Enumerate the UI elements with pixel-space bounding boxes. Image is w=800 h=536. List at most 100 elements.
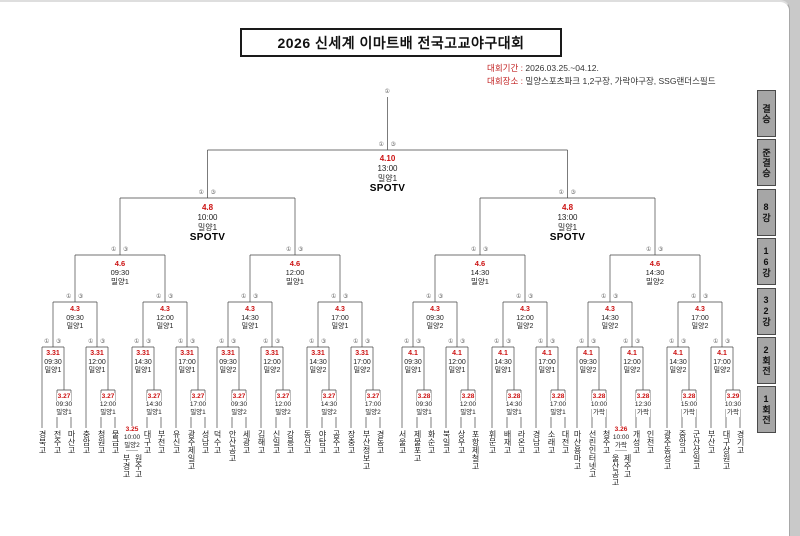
match-date: 3.31 xyxy=(310,350,326,359)
match-venue: 밀양1 xyxy=(556,222,579,233)
match-time: 14:30 xyxy=(668,358,688,368)
match-date: 3.31 xyxy=(45,350,61,359)
junction-mark-left: ① xyxy=(378,142,384,148)
team-name: 안산공고 xyxy=(228,430,237,462)
junction-mark-left: ① xyxy=(558,190,564,196)
match-venue: 밀양2 xyxy=(515,323,535,332)
match-venue: 밀양1 xyxy=(493,367,513,376)
match-date: 4.1 xyxy=(716,350,728,359)
team-name: 덕수고 xyxy=(213,430,222,454)
match-time: 12:00 xyxy=(87,358,107,368)
match-venue: 밀양1 xyxy=(330,323,350,332)
info-period-row: 대회기간 : 2026.03.25.~04.12. xyxy=(487,62,716,75)
junction-mark-left: ① xyxy=(713,339,719,345)
info-period-label: 대회기간 : xyxy=(487,63,524,73)
match-date: 4.6 xyxy=(648,259,662,269)
junction-mark-left: ① xyxy=(66,294,72,300)
match-time: 09:30 xyxy=(403,358,423,368)
match-venue: 밀양1 xyxy=(285,277,305,287)
match-venue: 밀양2 xyxy=(262,367,282,376)
match-venue: 밀양1 xyxy=(376,173,399,184)
match-venue: 밀양1 xyxy=(459,408,477,417)
match-venue: 밀양2 xyxy=(425,323,445,332)
junction-mark-right: ③ xyxy=(658,247,664,253)
match-time: 15:00 xyxy=(679,400,699,409)
team-name: 소래고 xyxy=(547,430,556,454)
match-venue: 밀양1 xyxy=(43,367,63,376)
match-time: 10:00 xyxy=(589,400,609,409)
round-label-box: 8강 xyxy=(757,188,776,236)
match-date: 4.8 xyxy=(200,203,215,213)
match-time: 09:30 xyxy=(229,400,249,409)
match-venue: 밀양2 xyxy=(645,277,665,287)
team-name: 마산고 xyxy=(67,430,76,454)
match-date: 3.27 xyxy=(190,393,206,401)
match-venue: 밀양1 xyxy=(415,408,433,417)
match-time: 17:00 xyxy=(330,314,350,324)
match-date: 3.31 xyxy=(220,350,236,359)
match-time: 17:00 xyxy=(690,314,710,324)
junction-mark-right: ③ xyxy=(506,339,512,345)
junction-mark-right: ③ xyxy=(298,247,304,253)
match-date: 3.28 xyxy=(416,393,432,401)
team-name: 중앙고 xyxy=(678,430,687,454)
match-time: 09:30 xyxy=(414,400,434,409)
match-date: 3.31 xyxy=(135,350,151,359)
match-time: 12:00 xyxy=(515,314,535,324)
match-venue: 가락 xyxy=(592,408,606,417)
round-label-box: 1회전 xyxy=(757,386,776,434)
junction-mark-left: ① xyxy=(646,247,652,253)
team-name: 인천고 xyxy=(646,430,655,454)
match-venue: 밀양2 xyxy=(364,408,382,417)
match-venue: 밀양1 xyxy=(196,222,219,233)
match-time: 09:30 xyxy=(218,358,238,368)
junction-mark-left: ① xyxy=(516,294,522,300)
match-time: 17:00 xyxy=(363,400,383,409)
match-date: 4.6 xyxy=(473,259,487,269)
junction-mark-right: ③ xyxy=(613,294,619,300)
match-date: 4.3 xyxy=(244,306,256,315)
team-name: 광주제일고 xyxy=(187,430,196,470)
junction-mark-left: ① xyxy=(156,294,162,300)
spotv-logo: SPOTV xyxy=(368,183,407,196)
match-date: 4.3 xyxy=(429,306,441,315)
junction-mark-left: ① xyxy=(178,339,184,345)
junction-mark-right: ③ xyxy=(438,294,444,300)
team-name: 유신고 xyxy=(172,430,181,454)
match-venue: 밀양2 xyxy=(274,408,292,417)
team-name: 화순고 xyxy=(427,430,436,454)
match-venue: 밀양1 xyxy=(549,408,567,417)
match-venue: 밀양1 xyxy=(99,408,117,417)
junction-mark-left: ① xyxy=(448,339,454,345)
team-name: 제주고 xyxy=(623,454,632,478)
team-name: 원주고 xyxy=(134,454,143,478)
match-time: 12:00 xyxy=(98,400,118,409)
junction-mark-left: ① xyxy=(134,339,140,345)
match-date: 4.8 xyxy=(560,203,575,213)
junction-mark-left: ① xyxy=(88,339,94,345)
match-time: 14:30 xyxy=(469,268,491,278)
match-venue: 밀양1 xyxy=(447,367,467,376)
spotv-logo: SPOTV xyxy=(188,232,227,245)
match-venue: 밀양1 xyxy=(537,367,557,376)
match-time: 10:00 xyxy=(196,212,219,223)
match-venue: 가락 xyxy=(682,408,696,417)
junction-mark-right: ③ xyxy=(275,339,281,345)
round-label-box: 결승 xyxy=(757,90,776,137)
team-name: 대구상원고 xyxy=(722,430,731,470)
match-date: 4.1 xyxy=(407,350,419,359)
match-date: 4.3 xyxy=(69,306,81,315)
